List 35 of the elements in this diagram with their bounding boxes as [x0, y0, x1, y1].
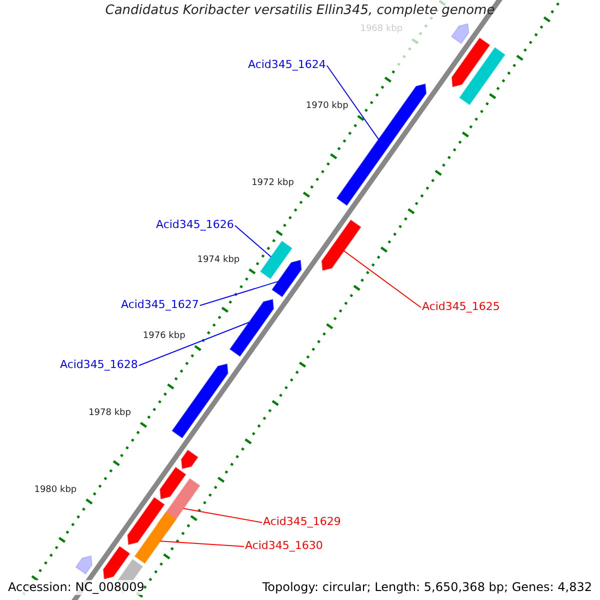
- scale-label: 1976 kbp: [142, 331, 186, 342]
- gene-block: [459, 47, 506, 106]
- gene-block: [321, 220, 362, 271]
- footer-text: Accession: NC_008009: [8, 580, 144, 595]
- footer-text: Topology: circular; Length: 5,650,368 bp; Genes: 4,832: [262, 580, 592, 595]
- gene-label: Acid345_1629: [263, 515, 341, 528]
- gene-label: Acid345_1628: [60, 358, 138, 371]
- gene-label: Acid345_1630: [245, 539, 323, 552]
- scale-label: 1980 kbp: [34, 484, 77, 495]
- gene-block: [172, 363, 228, 438]
- scale-label: 1972 kbp: [252, 178, 294, 188]
- leader-line: [138, 322, 250, 366]
- gene-block: [75, 555, 92, 575]
- gene-block: [260, 240, 292, 280]
- gene-block: [160, 466, 186, 500]
- scale-label: 1974 kbp: [197, 254, 240, 265]
- gene-label: Acid345_1627: [121, 298, 199, 311]
- gene-label: Acid345_1625: [422, 300, 500, 313]
- leader-line: [160, 540, 244, 547]
- gene-block: [134, 512, 177, 564]
- title: Candidatus Koribacter versatilis Ellin345, complete genome: [104, 3, 496, 18]
- gene-block: [127, 497, 165, 546]
- gene-block: [181, 450, 198, 470]
- gene-block: [229, 298, 274, 357]
- gene-block: [272, 260, 302, 298]
- gene-label: Acid345_1626: [156, 218, 234, 231]
- gene-label: Acid345_1624: [248, 58, 326, 71]
- leader-line: [199, 280, 279, 306]
- gene-block: [450, 23, 470, 44]
- gene-block: [103, 546, 130, 580]
- leader-line: [182, 508, 262, 523]
- leader-line: [343, 250, 422, 308]
- gene-block: [451, 38, 490, 88]
- scale-label: 1970 kbp: [306, 101, 348, 112]
- scale-label: 1978 kbp: [88, 408, 131, 418]
